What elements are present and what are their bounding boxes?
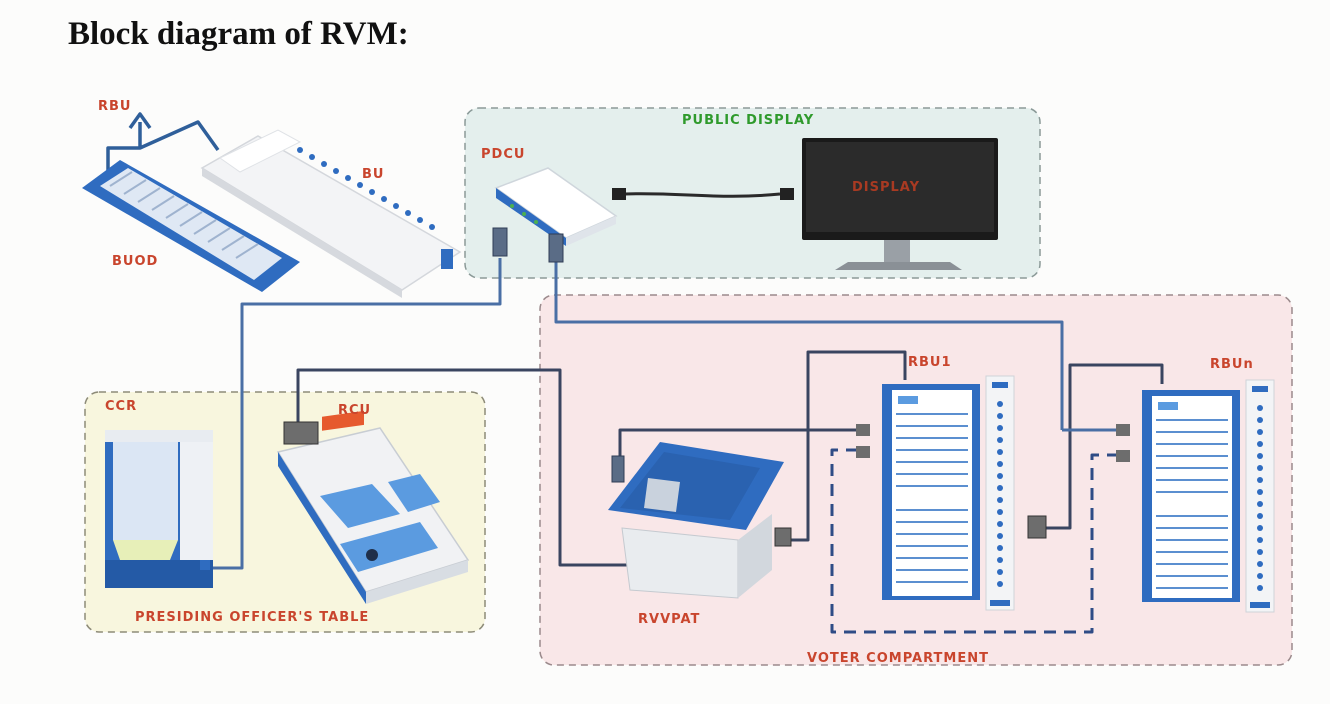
cables: [106, 112, 1164, 634]
voter-compartment-label: VOTER COMPARTMENT: [807, 651, 989, 666]
rbu-arrowhead: [128, 112, 152, 130]
rvvpat-unit: [608, 442, 792, 599]
rcu-rvvpat-cable: [296, 368, 630, 567]
rbu-label: RBU: [98, 99, 131, 114]
rbun-label: RBUn: [1210, 357, 1254, 372]
presiding-table-label: PRESIDING OFFICER'S TABLE: [135, 610, 369, 625]
public-display-monitor: [802, 138, 998, 270]
display-label: DISPLAY: [852, 180, 920, 195]
rcu-unit: [276, 410, 470, 604]
bu-unit: [200, 129, 462, 298]
pdcu-unit: [492, 167, 794, 263]
rbu1-label: RBU1: [908, 355, 952, 370]
rvvpat-rbu1-cable: [618, 428, 856, 456]
pdcu-label: PDCU: [481, 147, 525, 162]
rbu1-unit: [856, 375, 1047, 611]
hdmi-cable: [624, 192, 781, 198]
ccr-unit: [105, 430, 213, 588]
rbu-arrow: [106, 120, 220, 172]
rbun-cable: [1040, 363, 1164, 530]
rbun-unit: [1116, 379, 1275, 613]
rbu1-top-cable: [785, 350, 907, 542]
pdcu-ccr-cable: [210, 258, 502, 570]
public-display-label: PUBLIC DISPLAY: [682, 113, 814, 128]
ccr-label: CCR: [105, 399, 137, 414]
bu-label: BU: [362, 167, 384, 182]
page-title: Block diagram of RVM:: [68, 16, 409, 52]
pdcu-rbu-cable: [554, 262, 1064, 430]
buod-label: BUOD: [112, 254, 158, 269]
rvvpat-label: RVVPAT: [638, 612, 700, 627]
rbu1-dashed-loop: [830, 448, 1120, 634]
rcu-label: RCU: [338, 403, 371, 418]
buod-unit: [82, 160, 300, 292]
